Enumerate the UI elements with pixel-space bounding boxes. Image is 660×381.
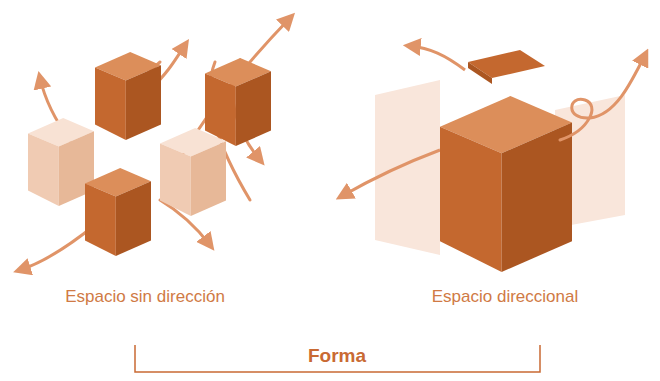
bracket (135, 345, 540, 372)
light-cube (28, 118, 94, 206)
dark-cube (95, 52, 161, 140)
dark-cube (85, 168, 151, 256)
swirl-arrow (560, 55, 645, 140)
dark-cube (205, 58, 271, 146)
arrow (20, 225, 95, 270)
caption-label: Espacio direccional (432, 288, 578, 307)
large-dark-cube (440, 96, 572, 272)
light-cube (160, 128, 226, 216)
pale-panel (375, 80, 440, 255)
bracket-label: Forma (308, 346, 366, 367)
dark-tile (468, 62, 492, 84)
caption-label: Espacio sin dirección (65, 288, 225, 307)
undirected-space-group (20, 18, 290, 270)
arrow (342, 150, 440, 196)
arrow (410, 46, 465, 70)
